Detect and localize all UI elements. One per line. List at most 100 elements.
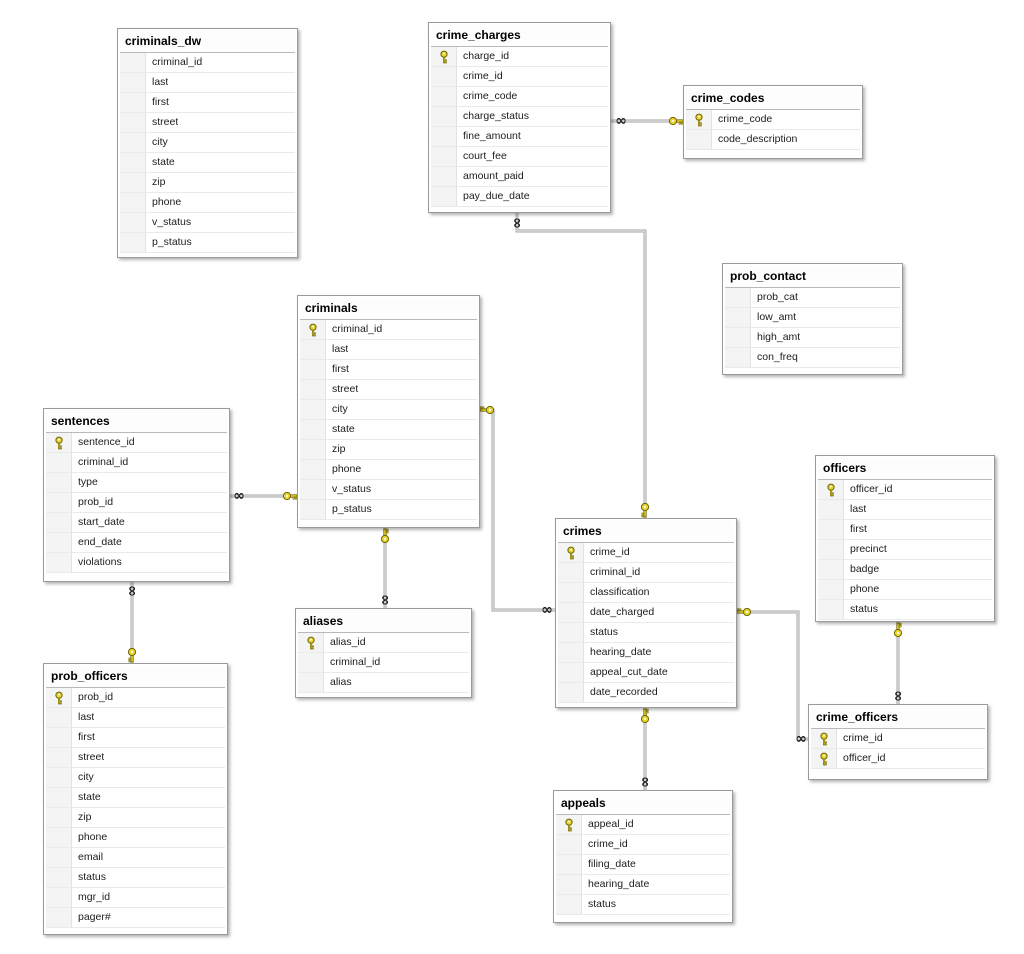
table-title[interactable]: crimes [558,521,734,543]
table-column-row[interactable]: street [46,748,225,768]
table-column-row[interactable]: code_description [686,130,860,150]
table-title[interactable]: criminals_dw [120,31,295,53]
table-title[interactable]: officers [818,458,992,480]
entity-table-prob_contact[interactable]: prob_contact prob_cat low_amt high_amt c… [722,263,903,375]
table-column-row[interactable]: crime_id [811,729,985,749]
relationship-criminals-crimes[interactable]: ∞ [479,405,555,618]
table-column-row[interactable]: crime_code [431,87,608,107]
entity-table-officers[interactable]: officers officer_id last first precinct … [815,455,995,622]
table-column-row[interactable]: date_recorded [558,683,734,703]
table-column-row[interactable]: p_status [300,500,477,520]
table-column-row[interactable]: last [300,340,477,360]
entity-table-criminals[interactable]: criminals criminal_id last first street … [297,295,480,528]
table-column-row[interactable]: last [120,73,295,93]
table-column-row[interactable]: criminal_id [298,653,469,673]
table-column-row[interactable]: prob_cat [725,288,900,308]
table-column-row[interactable]: violations [46,553,227,573]
table-column-row[interactable]: phone [300,460,477,480]
table-column-row[interactable]: street [300,380,477,400]
table-column-row[interactable]: alias [298,673,469,693]
relationship-crime_codes-crime_charges[interactable]: ∞ [611,113,684,129]
relationship-prob_officers-sentences[interactable]: ∞ [124,582,140,663]
table-column-row[interactable]: fine_amount [431,127,608,147]
table-column-row[interactable]: city [120,133,295,153]
table-column-row[interactable]: crime_code [686,110,860,130]
table-column-row[interactable]: zip [300,440,477,460]
table-title[interactable]: criminals [300,298,477,320]
table-column-row[interactable]: city [46,768,225,788]
table-column-row[interactable]: phone [818,580,992,600]
table-column-row[interactable]: crime_id [556,835,730,855]
table-column-row[interactable]: first [300,360,477,380]
table-column-row[interactable]: officer_id [811,749,985,769]
table-column-row[interactable]: status [558,623,734,643]
table-column-row[interactable]: charge_id [431,47,608,67]
table-column-row[interactable]: city [300,400,477,420]
table-column-row[interactable]: type [46,473,227,493]
table-column-row[interactable]: pay_due_date [431,187,608,207]
entity-table-sentences[interactable]: sentences sentence_id criminal_id type p… [43,408,230,582]
table-column-row[interactable]: status [46,868,225,888]
table-column-row[interactable]: v_status [300,480,477,500]
table-column-row[interactable]: first [120,93,295,113]
table-column-row[interactable]: phone [46,828,225,848]
entity-table-prob_officers[interactable]: prob_officers prob_id last first street … [43,663,228,935]
table-column-row[interactable]: hearing_date [558,643,734,663]
table-column-row[interactable]: sentence_id [46,433,227,453]
table-column-row[interactable]: low_amt [725,308,900,328]
table-column-row[interactable]: court_fee [431,147,608,167]
table-column-row[interactable]: criminal_id [46,453,227,473]
table-title[interactable]: crime_charges [431,25,608,47]
table-column-row[interactable]: date_charged [558,603,734,623]
table-column-row[interactable]: criminal_id [300,320,477,340]
table-column-row[interactable]: end_date [46,533,227,553]
relationship-criminals-sentences[interactable]: ∞ [230,488,298,504]
table-column-row[interactable]: status [818,600,992,620]
table-column-row[interactable]: v_status [120,213,295,233]
table-column-row[interactable]: crime_id [431,67,608,87]
table-column-row[interactable]: criminal_id [558,563,734,583]
table-column-row[interactable]: appeal_cut_date [558,663,734,683]
table-column-row[interactable]: first [46,728,225,748]
table-column-row[interactable]: badge [818,560,992,580]
relationship-officers-crime_officers[interactable]: ∞ [890,622,906,704]
table-column-row[interactable]: prob_id [46,688,225,708]
table-column-row[interactable]: street [120,113,295,133]
table-column-row[interactable]: email [46,848,225,868]
table-column-row[interactable]: pager# [46,908,225,928]
table-column-row[interactable]: alias_id [298,633,469,653]
relationship-crimes-crime_officers[interactable]: ∞ [736,607,808,747]
relationship-criminals-aliases[interactable]: ∞ [377,528,393,608]
table-title[interactable]: aliases [298,611,469,633]
entity-table-crimes[interactable]: crimes crime_id criminal_id classificati… [555,518,737,708]
table-column-row[interactable]: state [300,420,477,440]
table-column-row[interactable]: officer_id [818,480,992,500]
table-column-row[interactable]: zip [120,173,295,193]
relationship-crimes-appeals[interactable]: ∞ [637,708,653,790]
table-title[interactable]: appeals [556,793,730,815]
table-column-row[interactable]: precinct [818,540,992,560]
table-title[interactable]: sentences [46,411,227,433]
table-column-row[interactable]: zip [46,808,225,828]
table-title[interactable]: prob_contact [725,266,900,288]
table-column-row[interactable]: classification [558,583,734,603]
entity-table-appeals[interactable]: appeals appeal_id crime_id filing_date h… [553,790,733,923]
table-column-row[interactable]: amount_paid [431,167,608,187]
table-column-row[interactable]: p_status [120,233,295,253]
table-column-row[interactable]: state [46,788,225,808]
table-column-row[interactable]: prob_id [46,493,227,513]
table-column-row[interactable]: state [120,153,295,173]
relationship-crimes-crime_charges[interactable]: ∞ [509,213,650,518]
table-column-row[interactable]: con_freq [725,348,900,368]
table-title[interactable]: crime_officers [811,707,985,729]
entity-table-crime_charges[interactable]: crime_charges charge_id crime_id crime_c… [428,22,611,213]
table-column-row[interactable]: filing_date [556,855,730,875]
table-column-row[interactable]: last [46,708,225,728]
table-column-row[interactable]: first [818,520,992,540]
entity-table-aliases[interactable]: aliases alias_id criminal_id alias [295,608,472,698]
table-column-row[interactable]: hearing_date [556,875,730,895]
table-column-row[interactable]: mgr_id [46,888,225,908]
table-column-row[interactable]: criminal_id [120,53,295,73]
table-column-row[interactable]: appeal_id [556,815,730,835]
table-column-row[interactable]: phone [120,193,295,213]
